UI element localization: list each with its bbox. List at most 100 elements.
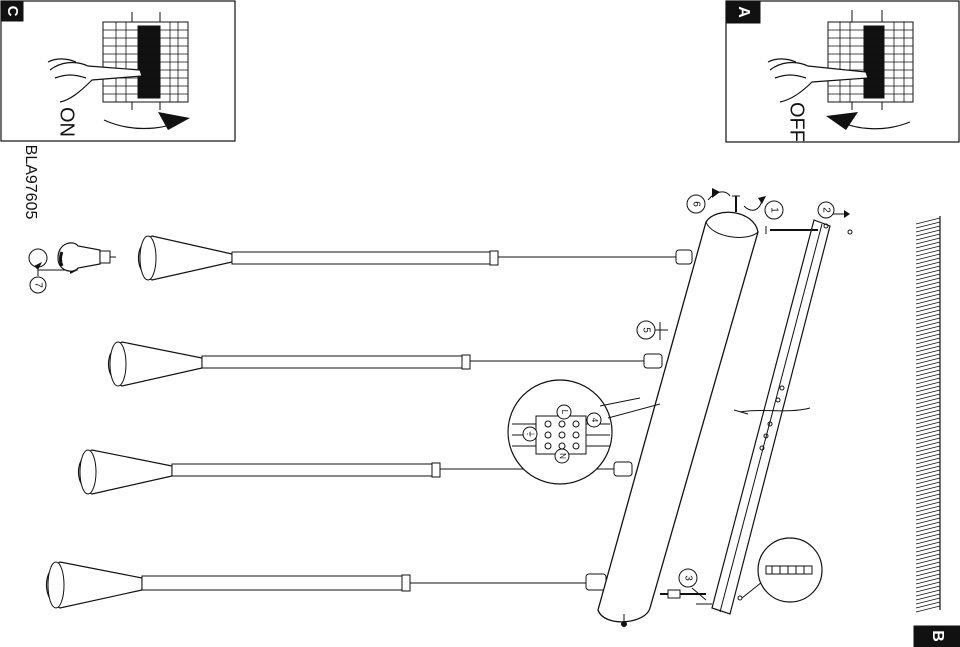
step-4-badge [586,412,602,428]
rotate-arrow-icon-6 [707,191,731,201]
hatch-line [915,473,941,481]
hatch-line [915,465,941,473]
hatch-line [915,373,941,381]
hatch-line [915,265,941,273]
panel-a-letter: A [735,6,752,18]
hatch-line [915,317,941,325]
hatch-line [915,553,941,561]
hatch-line [915,469,941,477]
ceiling-hatch-lines [915,217,941,613]
hatch-line [915,361,941,369]
step-6-badge [686,194,706,214]
hatch-line [915,493,941,501]
hatch-line [915,309,941,317]
hatch-line [915,573,941,581]
hatch-line [915,561,941,569]
pendant-2 [108,341,663,387]
hatch-line [915,413,941,421]
switch-label-off: OFF [786,102,808,142]
terminal-block-a [827,10,914,110]
hatch-line [915,285,941,293]
hatch-line [915,581,941,589]
hatch-line [915,545,941,553]
hatch-line [915,357,941,365]
wiring-detail: L ⏚ N 4 [507,379,661,485]
hatch-line [915,485,941,493]
step-5-number: 5 [640,327,651,333]
pendant-1 [138,235,693,281]
hatch-line [915,341,941,349]
hatch-line [915,433,941,441]
hatch-line [915,253,941,261]
hatch-line [915,549,941,557]
panel-a: A OFF [725,0,960,143]
hatch-line [915,605,941,613]
screw-top: 2 [765,201,853,235]
hatch-line [915,329,941,337]
hatch-line [915,557,941,565]
hatch-line [915,269,941,277]
hatch-line [915,537,941,545]
step-4-number: 4 [590,418,599,423]
hatch-line [915,437,941,445]
hatch-line [915,313,941,321]
hatch-line [915,461,941,469]
hatch-line [915,541,941,549]
hatch-line [915,429,941,437]
step-5-callout: 5 [636,320,668,340]
bulb-icon [57,242,101,272]
hatch-line [915,377,941,385]
hatch-line [915,577,941,585]
pendant-4 [46,561,607,609]
hatch-line [915,333,941,341]
hand-icon-c [47,58,143,103]
hatch-line [915,425,941,433]
hatch-line [915,301,941,309]
hatch-line [915,509,941,517]
hatch-line [915,345,941,353]
rotate-arrow-icon-1 [743,199,763,211]
hatch-line [915,273,941,281]
terminal-block-c [102,12,189,110]
hatch-line [915,397,941,405]
wall-plug-detail [757,537,823,603]
hatch-line [915,249,941,257]
hatch-line [915,237,941,245]
hatch-line [915,325,941,333]
hatch-line [915,565,941,573]
hatch-line [915,497,941,505]
hatch-line [915,585,941,593]
canopy-body [597,211,759,627]
switch-label-on: ON [56,107,78,137]
panel-a-letter-box [725,0,761,24]
hatch-line [915,257,941,265]
hatch-line [915,505,941,513]
hatch-line [915,369,941,377]
live-label: L [560,410,569,415]
step-1-number: 1 [768,207,779,213]
step-7-number: 7 [32,282,43,288]
panel-c-letter: C [4,6,21,17]
hand-icon-a [767,58,869,103]
hatch-line [915,381,941,389]
hatch-line [915,521,941,529]
hatch-line [915,513,941,521]
neutral-label: N [558,453,567,459]
hatch-line [915,405,941,413]
hatch-line [915,229,941,237]
hatch-line [915,289,941,297]
hatch-line [915,281,941,289]
step-3-callout: 3 [660,568,763,605]
hatch-line [915,225,941,233]
hatch-line [915,449,941,457]
hatch-line [915,601,941,609]
hatch-line [915,393,941,401]
step-2-number: 2 [820,207,831,213]
panel-c: C ON [0,0,236,142]
panel-b: B [913,625,960,647]
hatch-line [915,409,941,417]
hatch-line [915,597,941,605]
panel-b-letter: B [929,630,946,642]
hatch-line [915,593,941,601]
